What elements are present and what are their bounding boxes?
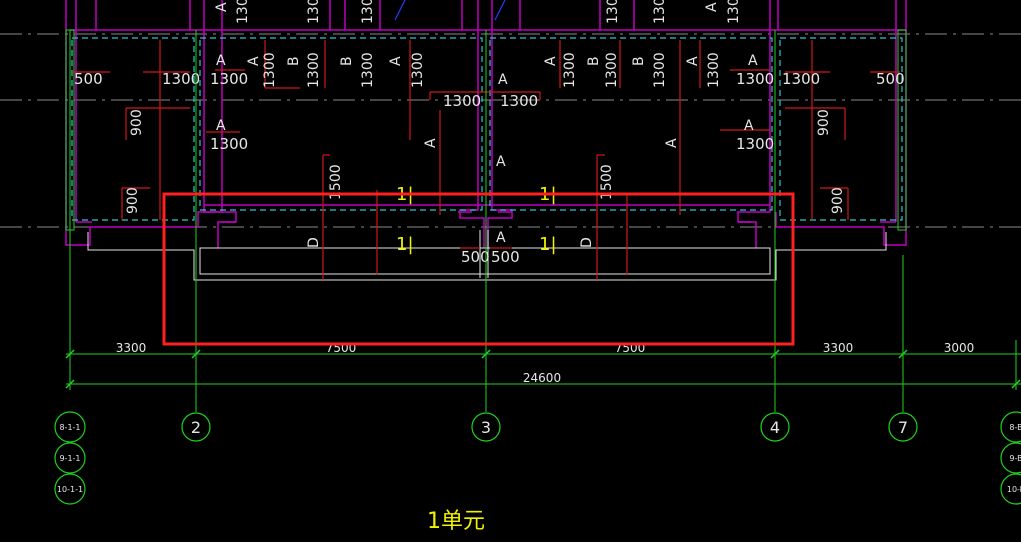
rebar-ticks [222, 211, 752, 223]
label-a-center-2: A [496, 154, 506, 170]
axis-label-2: 2 [191, 418, 201, 437]
tag-left-1: 8-1-1 [59, 423, 80, 432]
label-500-bottom-left: 500 [461, 248, 490, 266]
label-b-rot-2: B [339, 56, 355, 66]
tag-bubble-right-2 [1000, 442, 1021, 474]
label-a-rot-top-1: A [214, 2, 230, 12]
dim-3000: 3000 [944, 341, 975, 355]
axis-label-3: 3 [481, 418, 491, 437]
label-1300-rot-top-1: 1300 [235, 0, 251, 24]
label-900-left-1: 900 [129, 109, 145, 136]
axis-bubble-2 [181, 412, 211, 442]
label-a-bottom: A [496, 230, 506, 246]
label-1500-right: 1500 [599, 164, 615, 200]
dimension-ticks [65, 349, 1021, 389]
tag-labels: 8-1-1 9-1-1 10-1-1 8-B 9-B 10-B [57, 423, 1021, 494]
tag-left-3: 10-1-1 [57, 485, 83, 494]
label-1300-right-2: 1300 [736, 135, 774, 153]
label-1300-rot-top-2: 1300 [306, 0, 322, 24]
label-a-rot-top-2: A [704, 2, 720, 12]
stair-lines [394, 0, 506, 21]
tag-left-2: 9-1-1 [59, 454, 80, 463]
label-a-rot-3: A [543, 56, 559, 66]
axis-bubbles [54, 411, 1021, 505]
section-mark-4: 1| [539, 234, 557, 255]
label-a-rot-2: A [388, 56, 404, 66]
label-a-center: A [498, 72, 508, 88]
label-a-rot-4: A [685, 56, 701, 66]
label-1300-rot-3: 1300 [360, 52, 376, 88]
axis-bubble-3 [471, 412, 501, 442]
label-d-right: D [579, 237, 595, 248]
label-1300-rot-1: 1300 [262, 52, 278, 88]
tag-bubble-left-3 [54, 473, 86, 505]
axis-label-7: 7 [898, 418, 908, 437]
label-1300-right: 1300 [736, 70, 774, 88]
label-a-rot-1: A [246, 56, 262, 66]
tag-right-2: 9-B [1009, 454, 1021, 463]
label-1300-rot-5: 1300 [562, 52, 578, 88]
label-a-right-2: A [744, 118, 754, 134]
tag-right-1: 8-B [1009, 423, 1021, 432]
label-1300-center-left: 1300 [443, 92, 481, 110]
label-1300-rot-top-5: 1300 [652, 0, 668, 24]
tag-right-3: 10-B [1007, 485, 1021, 494]
axis-bubble-labels: 2 3 4 7 [191, 418, 908, 437]
label-a-rot-6: A [664, 138, 680, 148]
label-b-rot-3: B [586, 56, 602, 66]
label-500-left: 500 [74, 70, 103, 88]
axis-bubble-7 [888, 412, 918, 442]
dim-3300-right: 3300 [823, 341, 854, 355]
label-b-rot-4: B [631, 56, 647, 66]
annotation-texts: 500 1300 A 1300 A 1300 1300 1300 A A A 1… [74, 53, 905, 266]
balcony-outline [87, 230, 887, 281]
tag-bubble-right-1 [1000, 411, 1021, 443]
rotated-labels: 900 900 900 900 1500 1500 D D A B B A A … [125, 0, 846, 248]
label-1500-left: 1500 [328, 164, 344, 200]
label-b-rot-1: B [286, 56, 302, 66]
dim-3300-left: 3300 [116, 341, 147, 355]
tag-bubble-left-2 [54, 442, 86, 474]
label-1300-far-right: 1300 [782, 70, 820, 88]
label-1300-rot-2: 1300 [306, 52, 322, 88]
highlight-box [162, 192, 795, 346]
tag-bubble-right-3 [1000, 473, 1021, 505]
label-500-bottom-right: 500 [491, 248, 520, 266]
rebar-lines [72, 40, 900, 280]
label-1300-rot-top-3: 1300 [360, 0, 376, 24]
label-1300-center-right: 1300 [500, 92, 538, 110]
label-1300-rot-top-4: 1300 [605, 0, 621, 24]
label-a-2: A [216, 118, 226, 134]
label-900-right-1: 900 [816, 109, 832, 136]
dim-total: 24600 [523, 371, 561, 385]
label-1300-rot-top-6: 1300 [726, 0, 742, 24]
axis-lines [66, 30, 1021, 412]
axis-bubble-4 [760, 412, 790, 442]
label-1300-rot-6: 1300 [604, 52, 620, 88]
label-900-left-2: 900 [125, 187, 141, 214]
label-1300-3: 1300 [210, 135, 248, 153]
tag-bubble-left-1 [54, 411, 86, 443]
section-mark-3: 1| [396, 234, 414, 255]
label-1300-rot-8: 1300 [706, 52, 722, 88]
axis-label-4: 4 [770, 418, 780, 437]
reference-lines [0, 33, 1021, 228]
label-1300-rot-7: 1300 [652, 52, 668, 88]
label-1300-2: 1300 [210, 70, 248, 88]
inner-dashed-outlines [71, 37, 903, 221]
label-d-left: D [306, 237, 322, 248]
label-1300-rot-4: 1300 [410, 52, 426, 88]
label-a-right: A [748, 53, 758, 69]
unit-title: 1单元 [427, 509, 485, 534]
label-a-rot-5: A [423, 138, 439, 148]
dimension-texts: 3300 7500 7500 3300 3000 24600 [116, 341, 975, 385]
label-500-right: 500 [876, 70, 905, 88]
label-900-right-2: 900 [830, 187, 846, 214]
label-a-1: A [216, 53, 226, 69]
label-1300-left: 1300 [162, 70, 200, 88]
